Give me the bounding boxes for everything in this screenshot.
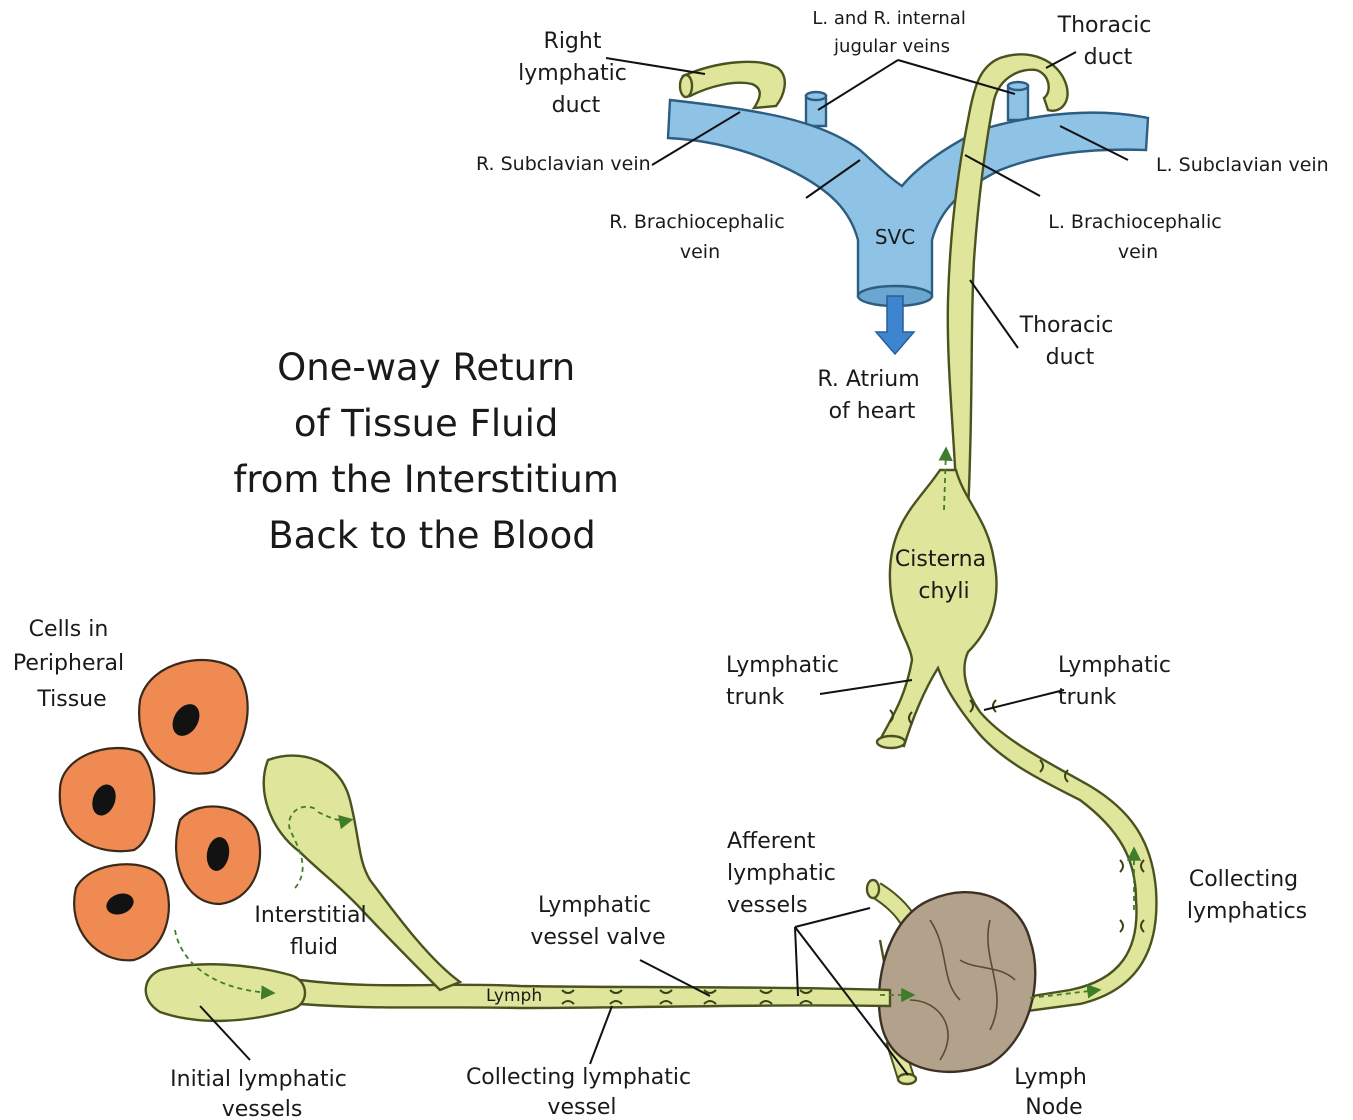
label-lymphatic-trunk-right: Lymphatic trunk [1058, 653, 1178, 710]
valves [562, 700, 1144, 1004]
label-lymph: Lymph [486, 986, 542, 1006]
jugular-left-opening [1008, 82, 1028, 90]
initial-lymphatic-vessel-lower [146, 964, 305, 1021]
label-l-subclavian: L. Subclavian vein [1156, 154, 1329, 176]
label-lymphatic-trunk-left: Lymphatic trunk [726, 653, 846, 710]
label-right-lymphatic-duct: Right lymphatic duct [518, 29, 634, 118]
diagram-title: One-way Return of Tissue Fluid from the … [233, 346, 630, 557]
label-cells: Cells in Peripheral Tissue [13, 617, 131, 712]
label-valve: Lymphatic vessel valve [530, 893, 665, 950]
label-r-atrium: R. Atrium of heart [817, 367, 926, 424]
label-r-subclavian: R. Subclavian vein [476, 153, 651, 175]
label-afferent: Afferent lymphatic vessels [727, 829, 843, 918]
right-duct-end [680, 75, 692, 97]
label-r-brachiocephalic: R. Brachiocephalic vein [609, 211, 790, 263]
jugular-right-opening [806, 92, 826, 100]
right-lymphatic-duct [683, 62, 785, 108]
lymphatic-trunk-left-end [877, 736, 905, 748]
label-thoracic-duct-top: Thoracic duct [1057, 13, 1159, 70]
label-initial-vessels: Initial lymphatic vessels [170, 1067, 354, 1120]
label-jugular-veins: L. and R. internal jugular veins [812, 8, 971, 57]
label-interstitial-fluid: Interstitial fluid [254, 903, 373, 960]
brachiocephalic-and-svc [668, 100, 1148, 296]
label-collecting-vessel: Collecting lymphatic vessel [466, 1065, 698, 1120]
label-svc: SVC [875, 225, 915, 249]
label-thoracic-duct-mid: Thoracic duct [1019, 313, 1121, 370]
label-collecting-lymphatics: Collecting lymphatics [1187, 867, 1307, 924]
label-l-brachiocephalic: L. Brachiocephalic vein [1048, 211, 1227, 263]
label-lymph-node: Lymph Node [1014, 1065, 1094, 1120]
